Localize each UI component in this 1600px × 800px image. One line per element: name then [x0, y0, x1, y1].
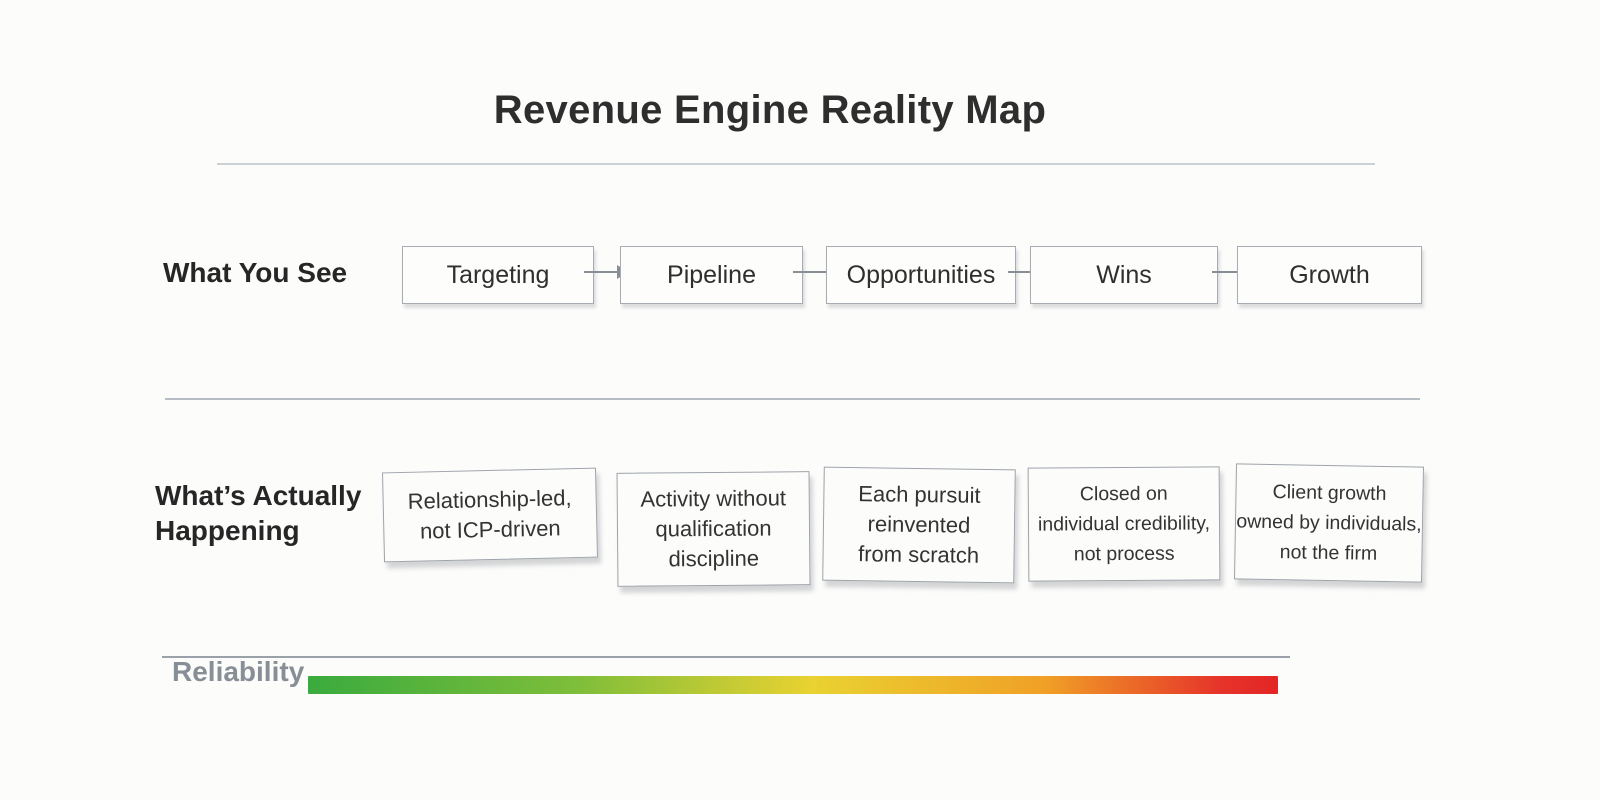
row-label-what-you-see: What You See	[163, 257, 348, 288]
page-title: Revenue Engine Reality Map	[493, 88, 1047, 132]
note-box-each-pursuit-reinvented: Each pursuit reinvented from scratch	[822, 466, 1016, 584]
stage-label: Pipeline	[667, 260, 756, 289]
reliability-label: Reliability	[172, 656, 305, 687]
stage-box-growth: Growth	[1237, 246, 1422, 304]
stage-label: Wins	[1096, 260, 1152, 289]
note-text: Closed on individual credibility, not pr…	[1037, 482, 1211, 566]
stage-box-pipeline: Pipeline	[620, 246, 803, 304]
note-text: Relationship-led, not ICP-driven	[407, 485, 572, 544]
note-text: Each pursuit reinvented from scratch	[857, 481, 981, 568]
stage-label: Opportunities	[846, 260, 996, 289]
note-box-closed-on-credibility: Closed on individual credibility, not pr…	[1027, 466, 1221, 582]
reliability-divider	[162, 656, 1290, 658]
note-box-relationship-led: Relationship-led, not ICP-driven	[382, 467, 598, 563]
reliability-gradient-bar	[308, 676, 1278, 694]
note-text: Activity without qualification disciplin…	[640, 485, 787, 572]
note-box-client-growth-individuals: Client growth owned by individuals, not …	[1234, 463, 1424, 583]
note-text: Client growth owned by individuals, not …	[1236, 481, 1422, 565]
stage-box-opportunities: Opportunities	[826, 246, 1016, 304]
note-box-activity-without-qualification: Activity without qualification disciplin…	[616, 471, 811, 587]
stage-box-targeting: Targeting	[402, 246, 594, 304]
stage-box-wins: Wins	[1030, 246, 1218, 304]
title-divider	[217, 163, 1375, 165]
stage-label: Targeting	[446, 260, 550, 289]
stage-label: Growth	[1289, 260, 1370, 289]
section-divider	[165, 398, 1420, 400]
row-label-whats-actually-happening: What’s Actually Happening	[155, 480, 362, 546]
